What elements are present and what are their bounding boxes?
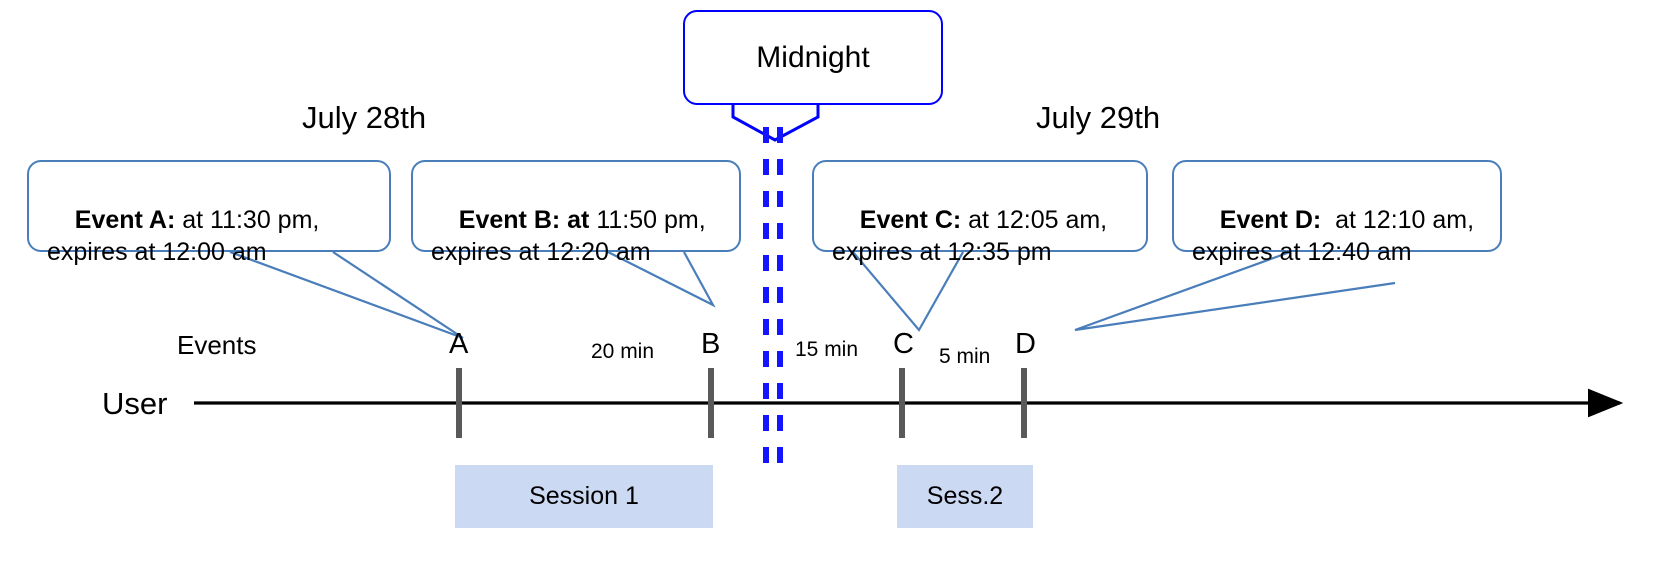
event-letter-c: C (893, 328, 914, 360)
event-c-callout-bold: Event C: (859, 205, 962, 234)
session-1-label: Session 1 (529, 482, 639, 510)
interval-label-b-c: 15 min (795, 338, 859, 361)
midnight-callout: Midnight (683, 10, 943, 105)
session-block-1: Session 1 (455, 465, 713, 528)
event-d-callout-bold: Event D: (1219, 205, 1322, 234)
date-label-july-28: July 28th (302, 100, 427, 135)
date-label-july-29: July 29th (1036, 100, 1161, 135)
event-a-callout-rest: at 11:30 pm, expires at 12:00 am (47, 205, 320, 267)
event-a-callout-bold: Event A: (74, 205, 176, 234)
midnight-label: Midnight (756, 40, 870, 74)
session-block-2: Sess.2 (897, 465, 1033, 528)
interval-label-a-b: 20 min (591, 340, 655, 363)
events-row-label: Events (177, 330, 257, 360)
event-letter-d: D (1015, 328, 1036, 360)
event-a-callout: Event A: at 11:30 pm, expires at 12:00 a… (27, 160, 391, 266)
midnight-callout-tail (731, 103, 820, 142)
interval-label-c-d: 5 min (939, 345, 991, 368)
event-c-callout: Event C: at 12:05 am, expires at 12:35 p… (812, 160, 1148, 266)
event-letter-b: B (701, 328, 721, 360)
event-b-callout-bold: Event B: at (458, 205, 590, 234)
event-b-callout: Event B: at 11:50 pm, expires at 12:20 a… (411, 160, 741, 266)
session-2-label: Sess.2 (926, 482, 1004, 510)
user-row-label: User (102, 386, 168, 421)
event-letter-a: A (449, 328, 469, 360)
event-d-callout: Event D: at 12:10 am, expires at 12:40 a… (1172, 160, 1502, 266)
